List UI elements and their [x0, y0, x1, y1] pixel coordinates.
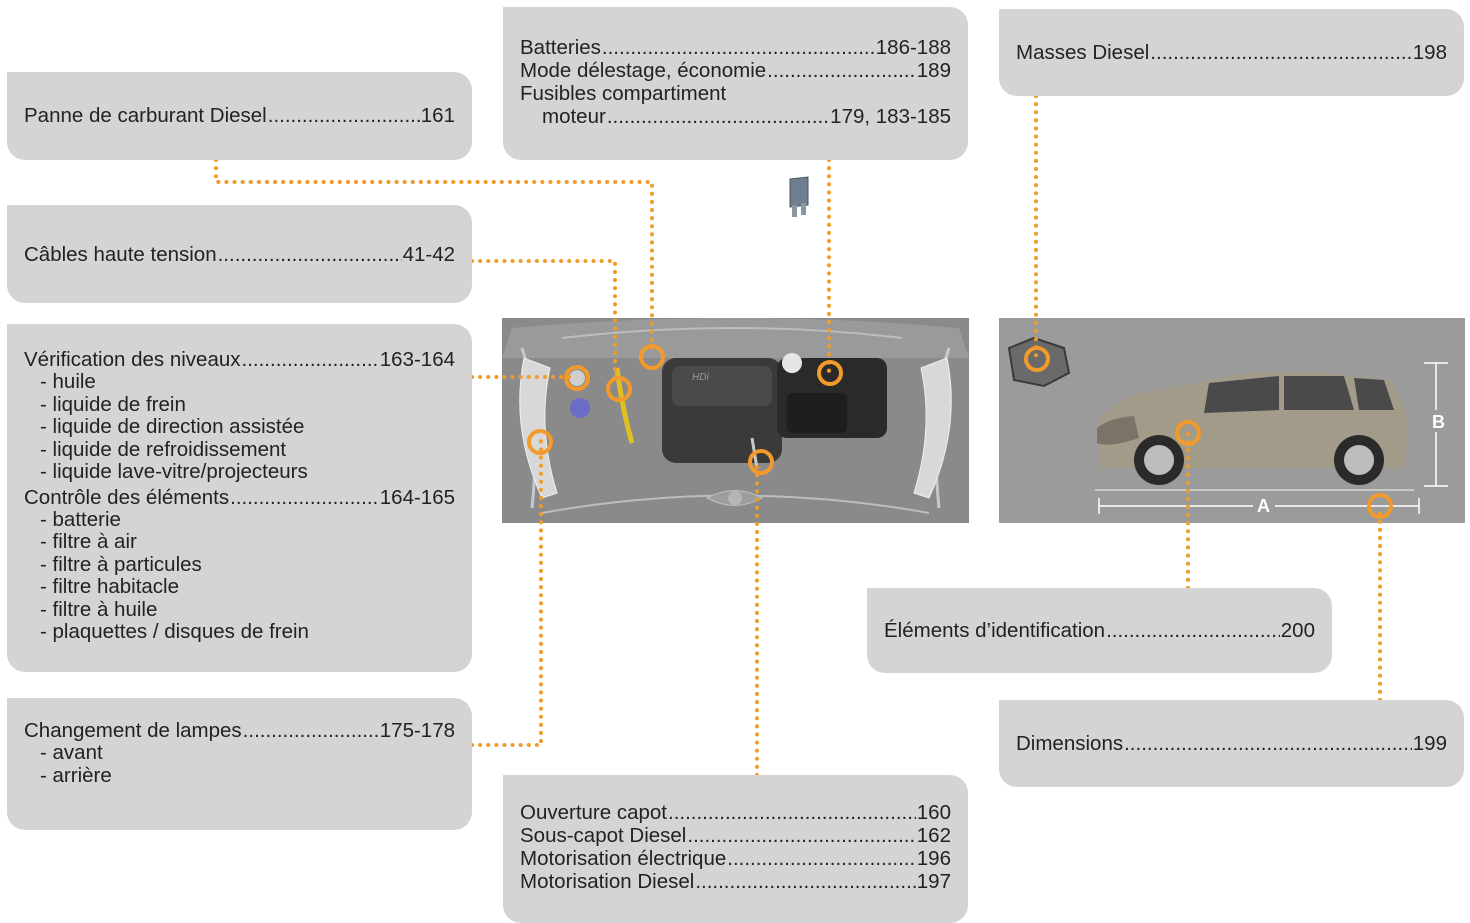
identification-entry[interactable]: Éléments d’identification200 [884, 619, 1315, 642]
lampes-item: - avant [40, 741, 103, 764]
batteries-box: Batteries 186-188 Mode délestage, économ… [503, 7, 968, 160]
controle-item: - filtre à particules [40, 552, 202, 576]
controle-item: - filtre à air [40, 530, 137, 553]
identification-box: Éléments d’identification200 [867, 588, 1332, 673]
dimension-b-label: B [1432, 412, 1445, 432]
verif-item: - liquide de direction assistée [40, 415, 305, 438]
capot-box: Ouverture capot160 Sous-capot Diesel 162… [503, 775, 968, 923]
controle-entry[interactable]: Contrôle des éléments164-165 [24, 486, 455, 509]
sous-capot-entry[interactable]: Sous-capot Diesel 162 [520, 824, 951, 847]
controle-item: - filtre habitacle [40, 575, 180, 598]
fusibles-title: Fusibles compartiment [520, 82, 727, 105]
verif-item: - huile [40, 370, 96, 393]
verification-box: Vérification des niveaux163-164 - huile … [7, 324, 472, 672]
fuse-icon [786, 175, 812, 219]
lampes-item: - arrière [40, 763, 112, 787]
motorisation-diesel-entry[interactable]: Motorisation Diesel197 [520, 870, 951, 893]
delestage-entry[interactable]: Mode délestage, économie 189 [520, 59, 951, 82]
cables-box: Câbles haute tension41-42 [7, 205, 472, 303]
lampes-box: Changement de lampes 175-178 - avant - a… [7, 698, 472, 830]
batteries-entry[interactable]: Batteries 186-188 [520, 36, 951, 59]
dimensions-entry[interactable]: Dimensions199 [1016, 732, 1447, 755]
verification-entry[interactable]: Vérification des niveaux163-164 [24, 348, 455, 371]
svg-text:HDi: HDi [692, 372, 709, 383]
engine-bay-photo: HDi [502, 318, 969, 523]
controle-item: - filtre à huile [40, 597, 158, 621]
capot-entry[interactable]: Ouverture capot160 [520, 801, 951, 824]
cables-entry[interactable]: Câbles haute tension41-42 [24, 243, 455, 266]
verif-item: - liquide de frein [40, 392, 186, 416]
fusibles-entry[interactable]: moteur179, 183-185 [520, 105, 951, 128]
motorisation-electrique-entry[interactable]: Motorisation électrique 196 [520, 847, 951, 870]
panne-carburant-entry[interactable]: Panne de carburant Diesel161 [24, 104, 455, 127]
controle-item: - batterie [40, 507, 121, 531]
controle-item: - plaquettes / disques de frein [40, 620, 309, 643]
dimensions-box: Dimensions199 [999, 700, 1464, 787]
panne-carburant-box: Panne de carburant Diesel161 [7, 72, 472, 160]
verif-item: - liquide lave-vitre/projecteurs [40, 460, 308, 483]
dimension-a-label: A [1257, 496, 1270, 516]
verif-item: - liquide de refroidissement [40, 437, 287, 461]
masses-entry[interactable]: Masses Diesel 198 [1016, 41, 1447, 64]
lampes-entry[interactable]: Changement de lampes 175-178 [24, 719, 455, 742]
car-side-photo: A B [999, 318, 1465, 523]
masses-box: Masses Diesel 198 [999, 9, 1464, 96]
